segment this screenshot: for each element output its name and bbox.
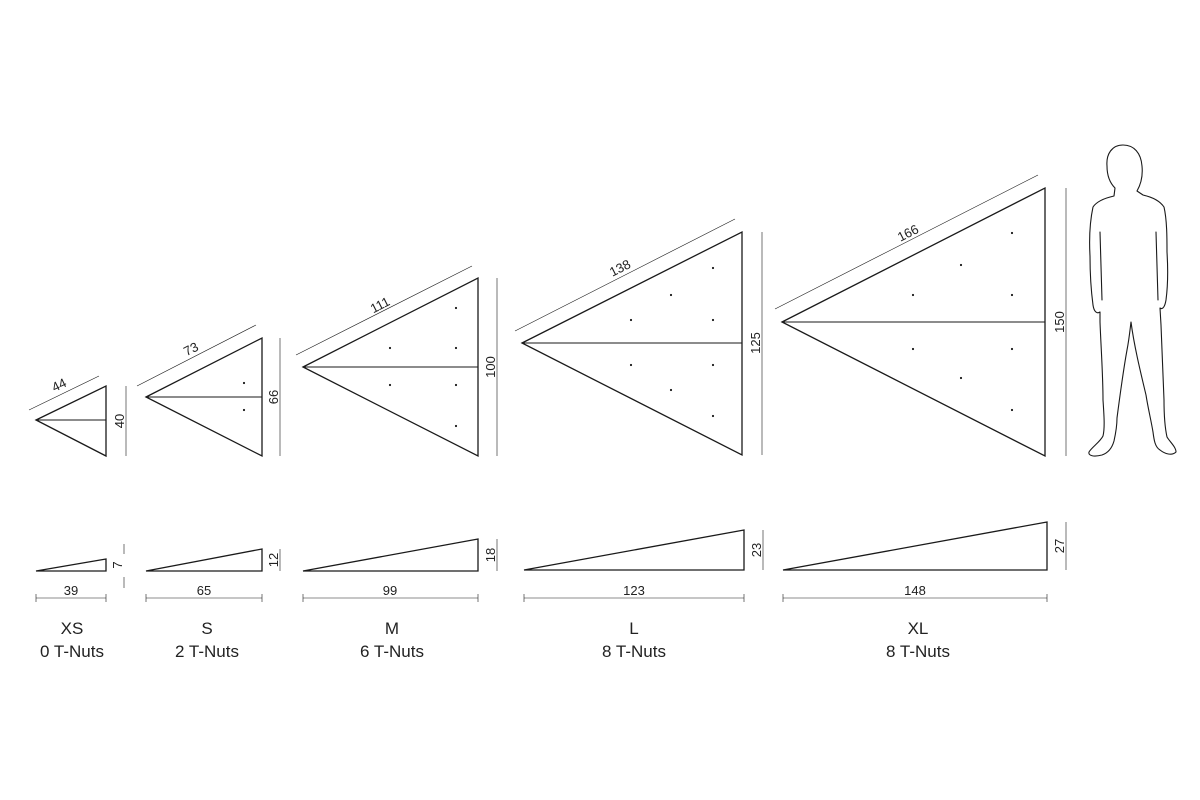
side-view-l: [523, 529, 745, 571]
side-dimension-m: 111: [295, 265, 473, 356]
base-dimension-l: 123: [523, 583, 745, 602]
t-nut-dot: [629, 318, 633, 322]
size-group-l: 138 125 23 123 L 8 T-Nuts: [514, 218, 764, 661]
height-dimension-xl: 150: [1052, 188, 1067, 456]
t-nut-dot: [1010, 231, 1014, 235]
front-view-m: [301, 276, 479, 458]
depth-label: 18: [483, 548, 498, 562]
t-nut-count: 8 T-Nuts: [886, 642, 950, 661]
t-nut-dot: [669, 293, 673, 297]
size-group-xs: 44 40 7 39 XS 0 T-Nuts: [28, 375, 127, 661]
t-nut-count: 8 T-Nuts: [602, 642, 666, 661]
side-dimension-xs: 44: [28, 375, 100, 411]
t-nut-dot: [711, 318, 715, 322]
height-label: 66: [266, 390, 281, 404]
t-nut-dot: [388, 346, 392, 350]
size-group-xl: 166 150 27 148 XL 8 T-Nuts: [774, 174, 1067, 661]
side-length-label: 166: [895, 221, 921, 244]
depth-label: 27: [1052, 539, 1067, 553]
height-label: 40: [112, 414, 127, 428]
t-nut-dot: [1010, 293, 1014, 297]
depth-dimension-xl: 27: [1052, 522, 1067, 570]
t-nut-dot: [911, 293, 915, 297]
side-length-label: 111: [368, 294, 392, 316]
depth-label: 7: [110, 561, 125, 568]
t-nut-dot: [959, 263, 963, 267]
base-length-label: 65: [197, 583, 211, 598]
base-length-label: 123: [623, 583, 645, 598]
base-length-label: 148: [904, 583, 926, 598]
side-view-xs: [35, 558, 107, 572]
height-dimension-s: 66: [266, 338, 281, 456]
height-dimension-l: 125: [748, 232, 763, 455]
height-label: 150: [1052, 311, 1067, 333]
depth-dimension-s: 12: [266, 549, 281, 571]
t-nut-dot: [388, 383, 392, 387]
depth-dimension-m: 18: [483, 539, 498, 571]
base-length-label: 99: [383, 583, 397, 598]
side-view-xl: [782, 521, 1048, 571]
size-name: M: [385, 619, 399, 638]
size-name: XL: [908, 619, 929, 638]
t-nut-dot: [1010, 347, 1014, 351]
size-group-s: 73 66 12 65 S 2 T-Nuts: [136, 324, 281, 661]
t-nut-dot: [454, 424, 458, 428]
t-nut-dot: [454, 306, 458, 310]
side-view-s: [145, 548, 263, 572]
depth-dimension-l: 23: [749, 530, 764, 570]
t-nut-dot: [959, 376, 963, 380]
t-nut-count: 2 T-Nuts: [175, 642, 239, 661]
size-name: S: [201, 619, 212, 638]
side-length-label: 44: [49, 375, 69, 395]
size-name: L: [629, 619, 638, 638]
height-label: 125: [748, 332, 763, 354]
height-dimension-m: 100: [483, 278, 498, 456]
side-view-m: [302, 538, 479, 572]
front-view-xs: [34, 384, 107, 458]
t-nut-dot: [711, 363, 715, 367]
side-dimension-s: 73: [136, 324, 257, 387]
side-length-label: 73: [181, 339, 201, 359]
base-dimension-xs: 39: [35, 583, 107, 602]
t-nut-dot: [242, 381, 246, 385]
t-nut-dot: [711, 414, 715, 418]
base-length-label: 39: [64, 583, 78, 598]
t-nut-dot: [1010, 408, 1014, 412]
t-nut-count: 6 T-Nuts: [360, 642, 424, 661]
size-group-m: 111 100 18 99 M 6 T-Nuts: [295, 265, 498, 661]
base-dimension-m: 99: [302, 583, 479, 602]
front-view-xl: [780, 186, 1046, 458]
height-label: 100: [483, 356, 498, 378]
t-nut-dot: [454, 383, 458, 387]
base-dimension-s: 65: [145, 583, 263, 602]
t-nut-dot: [711, 266, 715, 270]
t-nut-dot: [629, 363, 633, 367]
side-dimension-xl: 166: [774, 174, 1039, 310]
depth-dimension-xs: 7: [110, 544, 125, 588]
base-dimension-xl: 148: [782, 583, 1048, 602]
depth-label: 23: [749, 543, 764, 557]
side-dimension-l: 138: [514, 218, 736, 332]
side-length-label: 138: [607, 256, 633, 279]
front-view-s: [144, 336, 263, 458]
height-dimension-xs: 40: [112, 386, 127, 456]
t-nut-count: 0 T-Nuts: [40, 642, 104, 661]
t-nut-dot: [242, 408, 246, 412]
size-name: XS: [61, 619, 84, 638]
human-silhouette-icon: [1088, 144, 1177, 457]
t-nut-dot: [669, 388, 673, 392]
depth-label: 12: [266, 553, 281, 567]
t-nut-dot: [454, 346, 458, 350]
t-nut-dot: [911, 347, 915, 351]
front-view-l: [520, 230, 743, 457]
